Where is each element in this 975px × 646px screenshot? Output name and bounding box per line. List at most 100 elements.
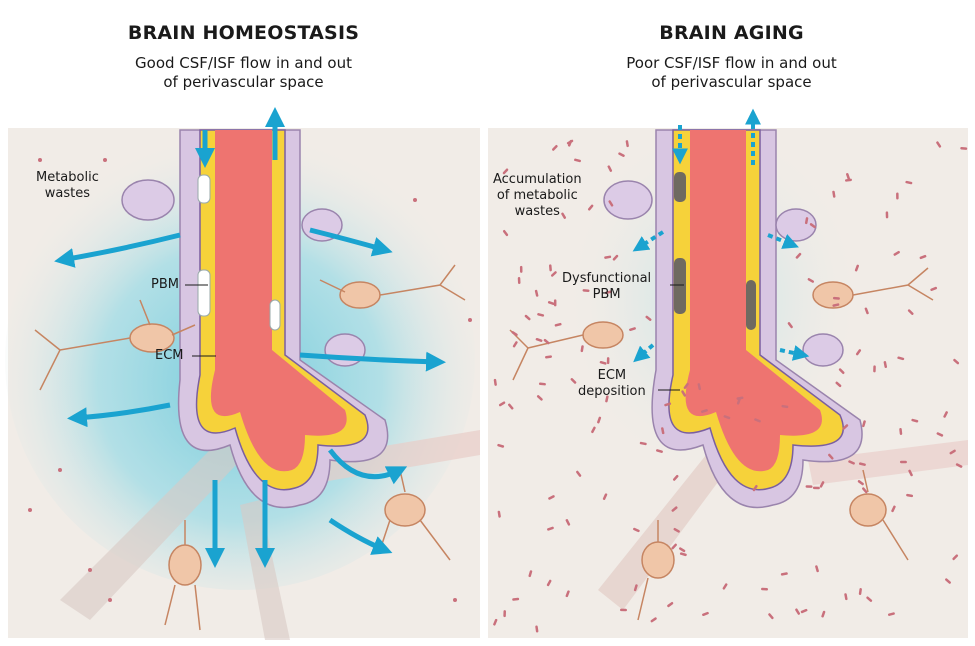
- waste-particle: [547, 301, 555, 306]
- waste-particle: [858, 462, 866, 466]
- waste-particle: [639, 441, 647, 446]
- waste-particle: [591, 426, 596, 434]
- waste-particle: [905, 180, 913, 185]
- waste-particle: [864, 307, 869, 315]
- waste-particle: [906, 493, 914, 498]
- waste-particle: [955, 463, 963, 468]
- waste-particle: [519, 265, 523, 273]
- waste-particle: [587, 204, 594, 211]
- waste-particle: [804, 217, 809, 225]
- waste-particle: [911, 418, 919, 423]
- waste-particle: [952, 554, 959, 561]
- waste-particle: [795, 608, 801, 615]
- panel-title: BRAIN HOMEOSTASIS: [127, 22, 360, 44]
- subtitle-line: Good CSF/ISF flow in and out: [135, 54, 352, 72]
- waste-particle: [854, 264, 859, 272]
- waste-particle: [736, 397, 741, 405]
- waste-particle: [524, 314, 531, 321]
- waste-particle: [554, 322, 562, 327]
- waste-particle: [888, 612, 895, 616]
- waste-particle: [800, 608, 808, 614]
- waste-particle: [565, 590, 570, 598]
- aging-panel: BRAIN AGING Poor CSF/ISF flow in and out…: [488, 0, 975, 646]
- waste-particle: [535, 337, 543, 342]
- waste-particle: [493, 618, 498, 626]
- waste-particle: [645, 315, 652, 321]
- waste-particle: [858, 588, 862, 596]
- waste-particle: [574, 158, 581, 163]
- homeostasis-panel: BRAIN HOMEOSTASIS Good CSF/ISF flow in a…: [0, 0, 487, 646]
- waste-particle: [885, 211, 889, 219]
- waste-particle: [538, 382, 546, 386]
- subtitle-line: Poor CSF/ISF flow in and out: [626, 54, 837, 72]
- flow-arrow: [54, 107, 446, 568]
- weak-flow-arrow: [632, 108, 810, 363]
- waste-particle: [602, 493, 608, 501]
- waste-particle: [620, 608, 628, 612]
- subtitle-line: of perivascular space: [163, 73, 324, 91]
- waste-particle: [896, 192, 899, 200]
- waste-particle: [650, 617, 657, 623]
- waste-particle: [661, 427, 665, 435]
- waste-particle: [832, 303, 840, 307]
- waste-particle: [736, 396, 744, 400]
- waste-particle: [528, 570, 533, 578]
- waste-particle: [673, 527, 680, 533]
- waste-particle: [701, 409, 708, 413]
- ecm-deposit: [674, 172, 756, 330]
- waste-particle: [633, 584, 638, 592]
- waste-particle: [625, 140, 629, 148]
- waste-particle: [576, 470, 582, 477]
- waste-particle: [604, 255, 612, 259]
- waste-particle: [672, 474, 679, 481]
- waste-particle: [891, 505, 896, 513]
- waste-particle: [546, 579, 552, 587]
- waste-particle: [534, 289, 539, 297]
- waste-particle: [907, 309, 914, 315]
- waste-particle: [842, 424, 849, 430]
- waste-particle: [597, 416, 602, 424]
- waste-particle: [618, 152, 625, 157]
- waste-particle: [548, 495, 555, 500]
- label-ecm: ECM: [155, 348, 184, 363]
- waste-particle: [553, 299, 557, 307]
- panel-title: BRAIN AGING: [659, 22, 804, 44]
- waste-particle: [838, 368, 845, 375]
- waste-particle: [821, 610, 826, 618]
- waste-particle: [702, 611, 709, 617]
- waste-particle: [536, 395, 543, 401]
- waste-particle: [608, 200, 614, 207]
- waste-particle: [893, 250, 900, 256]
- waste-particle: [667, 601, 674, 608]
- waste-particle: [629, 327, 636, 332]
- aging-illustration: [488, 108, 968, 638]
- waste-particle: [612, 254, 619, 261]
- waste-particle: [498, 401, 506, 407]
- waste-particle: [807, 278, 815, 283]
- waste-particle: [857, 480, 864, 486]
- waste-particle: [795, 252, 802, 259]
- waste-particle: [606, 357, 610, 365]
- waste-particles: [493, 139, 968, 633]
- waste-particle: [936, 141, 942, 148]
- waste-particle: [930, 286, 938, 292]
- waste-particle: [844, 178, 852, 182]
- waste-particle: [545, 355, 553, 359]
- waste-particle: [862, 420, 866, 428]
- waste-particle: [497, 443, 505, 448]
- waste-particle: [848, 460, 855, 465]
- waste-particle: [566, 139, 574, 145]
- label-dysfunctional-pbm: Dysfunctional PBM: [562, 271, 652, 302]
- waste-particle: [812, 486, 820, 490]
- waste-particle: [949, 449, 956, 455]
- waste-particle: [805, 485, 813, 488]
- waste-particle: [605, 395, 609, 403]
- waste-particle: [570, 378, 577, 384]
- vessel-lumen: [210, 130, 347, 472]
- waste-particle: [953, 358, 960, 365]
- waste-particle: [781, 404, 789, 409]
- waste-particle: [502, 168, 509, 175]
- waste-particle: [565, 519, 571, 526]
- waste-particle: [897, 356, 905, 361]
- vessel-lumen: [685, 130, 822, 472]
